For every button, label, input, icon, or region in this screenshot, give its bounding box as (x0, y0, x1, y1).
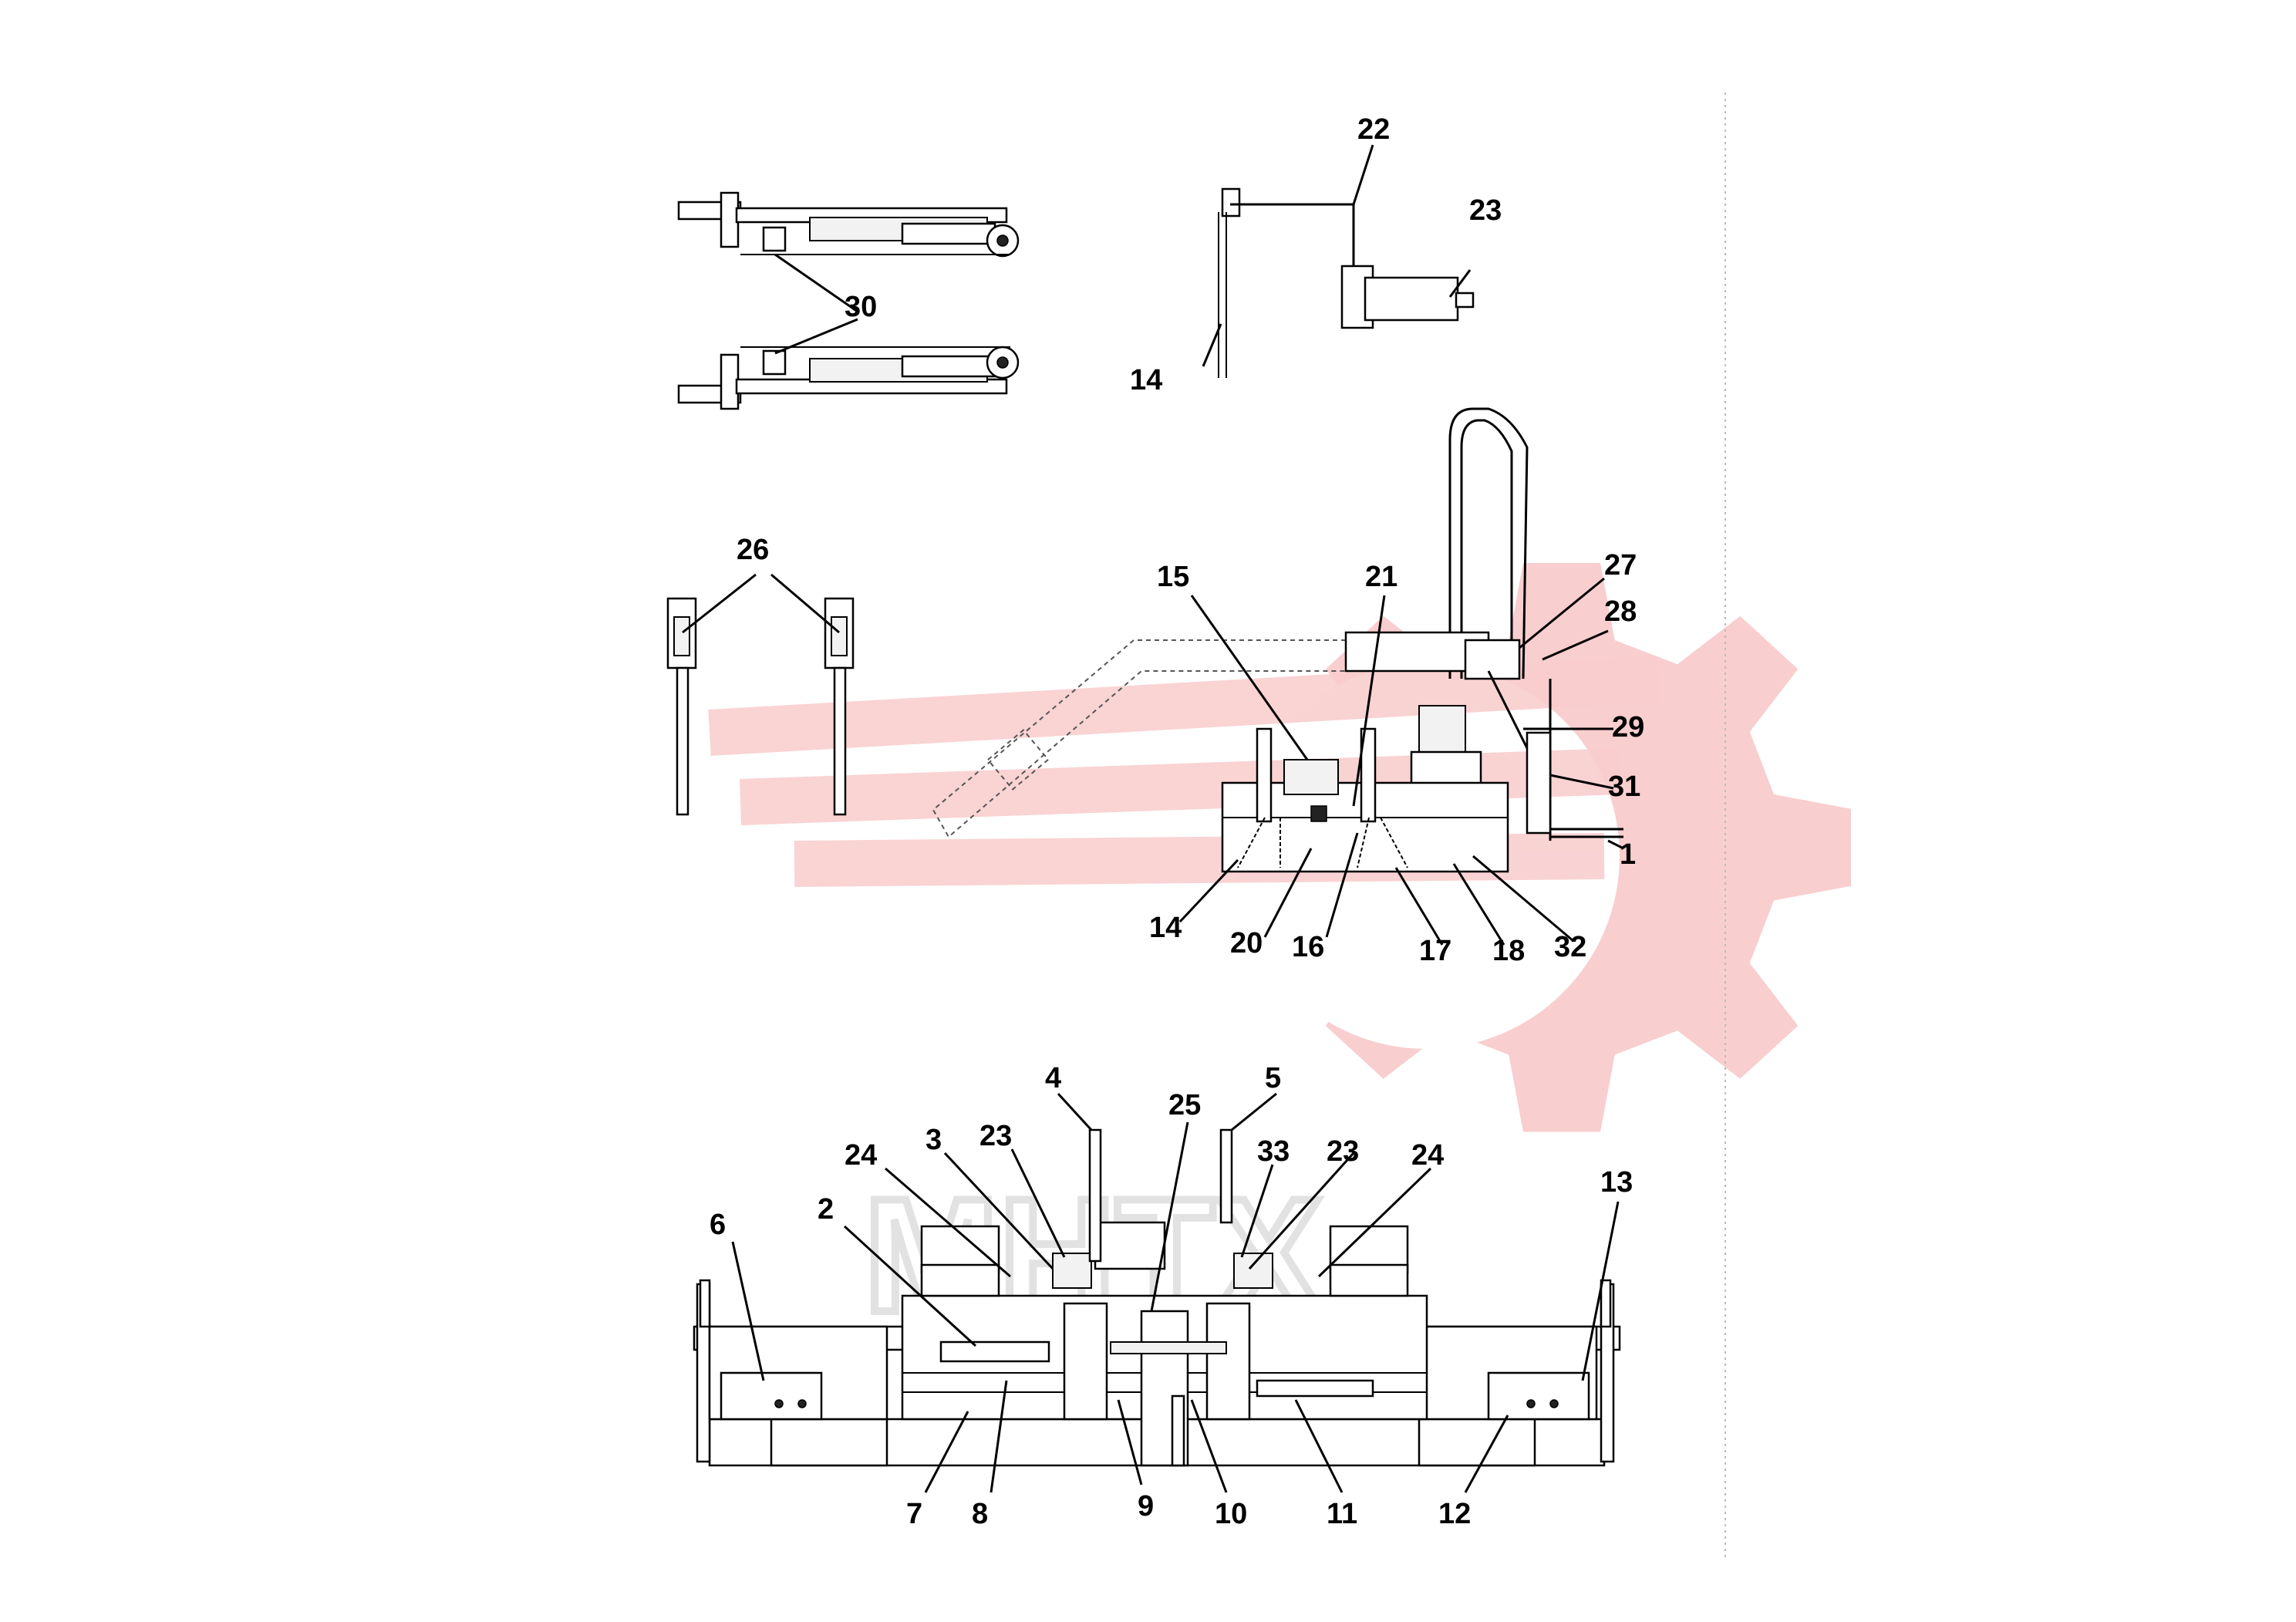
callout-4: 4 (1045, 1062, 1061, 1094)
callout-6: 6 (710, 1209, 726, 1241)
callout-labels: 30 22 23 14 26 15 21 27 28 29 31 1 14 20… (710, 113, 1644, 1530)
callout-24-left: 24 (845, 1139, 877, 1172)
callout-25: 25 (1168, 1089, 1201, 1121)
callout-1: 1 (1620, 838, 1636, 871)
callout-11: 11 (1327, 1498, 1357, 1530)
callout-8: 8 (972, 1498, 988, 1530)
callout-31: 31 (1608, 771, 1640, 803)
callout-10: 10 (1215, 1498, 1247, 1530)
callout-15: 15 (1157, 561, 1189, 593)
callout-32: 32 (1554, 931, 1586, 963)
callout-18: 18 (1492, 935, 1525, 967)
callout-22: 23 (1469, 194, 1502, 227)
callout-3: 3 (925, 1124, 942, 1156)
callout-30: 30 (845, 291, 877, 323)
callout-7: 7 (906, 1498, 922, 1530)
callout-23-right: 23 (1327, 1135, 1359, 1168)
callout-26: 26 (737, 534, 769, 566)
callout-14-side: 14 (1149, 912, 1182, 944)
leader-lines (682, 144, 1624, 1493)
callout-13: 13 (1600, 1166, 1633, 1199)
screed-front-view (693, 1128, 1621, 1467)
callout-12: 12 (1438, 1498, 1471, 1530)
callout-23-left: 23 (979, 1120, 1012, 1152)
post-right (824, 597, 855, 816)
post-left (666, 597, 697, 816)
callout-17: 17 (1419, 935, 1451, 967)
callout-27: 27 (1604, 549, 1637, 582)
callout-29: 29 (1612, 711, 1644, 744)
callout-9: 9 (1138, 1490, 1154, 1523)
callout-20: 21 (1365, 561, 1397, 593)
main-side-view-assembly (932, 407, 1623, 873)
callout-24-right: 24 (1411, 1139, 1444, 1172)
side-arm-upper (677, 191, 1020, 258)
side-arm-lower (677, 346, 1020, 410)
callout-28: 28 (1604, 595, 1637, 628)
callout-14-top: 14 (1130, 364, 1162, 396)
callout-5: 5 (1265, 1062, 1281, 1094)
callout-19: 20 (1230, 927, 1263, 959)
assembly-26-posts (666, 597, 855, 816)
callout-16: 16 (1292, 931, 1324, 963)
callout-21: 22 (1357, 113, 1390, 146)
assembly-21-22-bracket (1218, 187, 1475, 378)
callout-33: 33 (1257, 1135, 1290, 1168)
callout-2: 2 (818, 1193, 834, 1226)
assembly-30-side-arms (677, 191, 1020, 410)
